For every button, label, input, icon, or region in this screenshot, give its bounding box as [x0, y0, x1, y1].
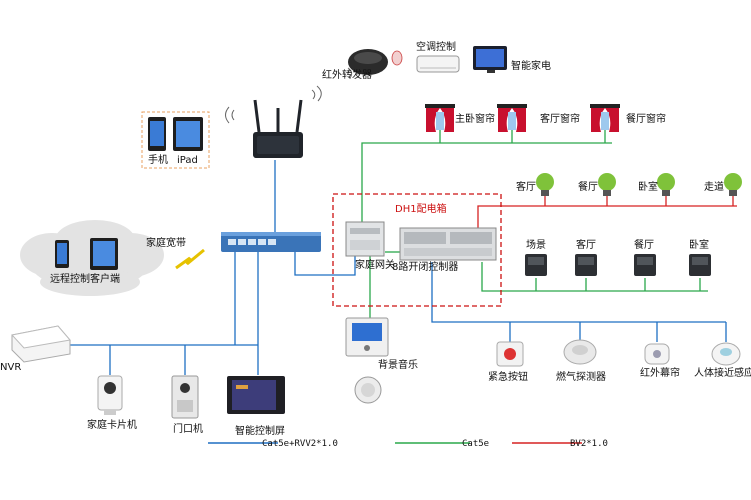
bg-music-label: 背景音乐 [378, 358, 418, 371]
smart-tv-icon [473, 46, 507, 73]
panel-living-label: 客厅 [576, 238, 596, 251]
smart-screen-label: 智能控制屏 [235, 424, 285, 437]
smart-appliance-label: 智能家电 [511, 59, 551, 72]
door-unit-icon [171, 375, 199, 419]
curtain-dining-label: 餐厅窗帘 [626, 112, 666, 125]
light-dining-label: 餐厅 [578, 180, 598, 193]
light-corridor-label: 走道 [704, 180, 724, 193]
light-bedroom-icon [657, 173, 675, 196]
proximity-sensor-icon [711, 342, 741, 366]
wire-controller-sensors [431, 262, 726, 323]
emergency-button-icon [496, 341, 524, 367]
curtain-master-label: 主卧窗帘 [455, 112, 495, 125]
panel-bedroom-label: 卧室 [689, 238, 709, 251]
mobile-devices-frame [141, 111, 210, 169]
nvr-device [11, 325, 71, 363]
ir-beam-icon [391, 50, 403, 66]
air-conditioner-icon [416, 55, 460, 73]
wifi-router [253, 99, 303, 158]
panel-living-icon [575, 254, 597, 276]
light-living-icon [536, 173, 554, 196]
curtain-master-icon [425, 104, 455, 132]
home-camera-label: 家庭卡片机 [87, 418, 137, 431]
door-unit-label: 门口机 [173, 422, 203, 435]
wire-controller-panels [481, 262, 708, 292]
panel-bedroom-icon [689, 254, 711, 276]
light-corridor-icon [724, 173, 742, 196]
gas-detector-label: 燃气探测器 [556, 370, 606, 383]
ipad-label: iPad [177, 155, 198, 166]
wires [68, 130, 737, 375]
wire-lights-bus [477, 205, 737, 228]
curtain-living-icon [497, 104, 527, 132]
light-dining-icon [598, 173, 616, 196]
speaker-icon [354, 376, 382, 404]
remote-tablet-icon [90, 238, 118, 270]
nvr-label: NVR [0, 362, 21, 373]
remote-phone-icon [55, 240, 69, 268]
ir-curtain-sensor-icon [644, 343, 670, 365]
light-living-label: 客厅 [516, 180, 536, 193]
ipad-icon [173, 117, 203, 151]
legend-label-red: BV2*1.0 [570, 439, 608, 449]
home-gateway-label: 家庭网关 [355, 258, 395, 271]
wifi-waves-icon [225, 67, 353, 124]
home-gateway-device [345, 221, 385, 257]
panel-scene-label: 场景 [526, 238, 546, 251]
proximity-sensor-label: 人体接近感应 [694, 366, 751, 379]
legend-label-green: Cat5e [462, 439, 489, 449]
panel-dining-label: 餐厅 [634, 238, 654, 251]
ac-control-label: 空调控制 [416, 40, 456, 53]
smart-screen-icon [227, 376, 285, 414]
panel-scene-icon [525, 254, 547, 276]
phone-label: 手机 [148, 153, 168, 166]
wire-curtain-bus [361, 142, 612, 225]
network-switch [221, 232, 321, 252]
remote-client-label: 远程控制客户端 [50, 272, 120, 285]
ir-transmitter-icon [348, 49, 388, 75]
phone-icon [148, 117, 166, 151]
home-camera-icon [97, 375, 123, 415]
legend: Cat5e+RVV2*1.0 Cat5e BV2*1.0 [208, 439, 608, 449]
lightning-icon [175, 248, 205, 270]
emergency-button-label: 紧急按钮 [488, 370, 528, 383]
music-panel-icon [345, 317, 389, 357]
home-broadband-label: 家庭宽带 [146, 236, 186, 249]
switch-controller-device [399, 227, 497, 261]
ir-transmitter-label: 红外转发器 [322, 68, 372, 81]
curtain-living-label: 客厅窗帘 [540, 112, 580, 125]
distribution-box-title: DH1配电箱 [395, 202, 447, 215]
switch-controller-label: 8路开闭控制器 [392, 260, 458, 273]
distribution-box-frame [332, 193, 502, 307]
panel-dining-icon [634, 254, 656, 276]
light-bedroom-label: 卧室 [638, 180, 658, 193]
gas-detector-icon [563, 339, 597, 365]
legend-label-blue: Cat5e+RVV2*1.0 [262, 439, 338, 449]
ir-curtain-label: 红外幕帘 [640, 366, 680, 379]
curtain-dining-icon [590, 104, 620, 132]
wire-switch-gateway [294, 250, 356, 276]
